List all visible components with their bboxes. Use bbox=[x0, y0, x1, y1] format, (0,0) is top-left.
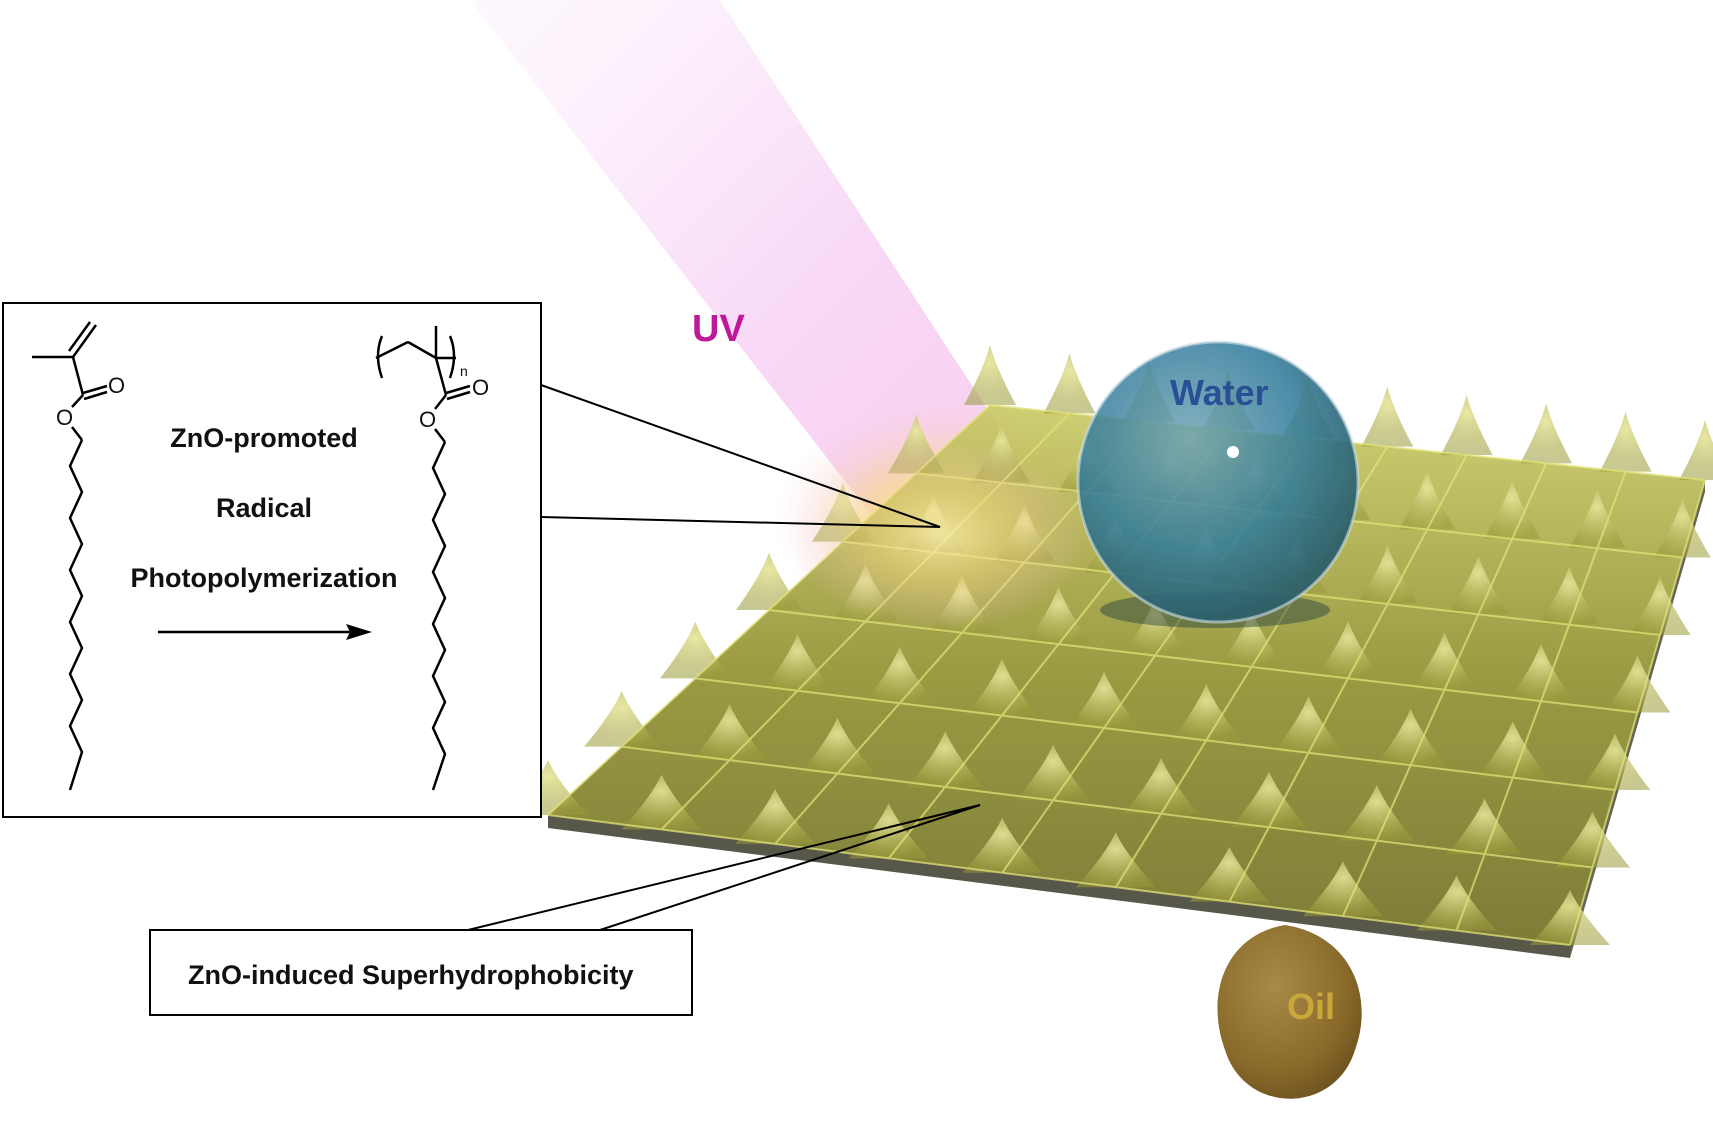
repeat-unit-subscript: n bbox=[460, 363, 468, 379]
mechanism-caption-line2: Radical bbox=[215, 493, 313, 523]
polymer-ester-oxygen: O bbox=[419, 407, 437, 432]
surface-peak bbox=[1520, 403, 1573, 464]
surface-peak bbox=[762, 634, 833, 691]
surface-peak bbox=[799, 717, 876, 774]
surface-peak bbox=[1508, 643, 1574, 702]
uv-label: UV bbox=[692, 308, 745, 350]
callout-pointer-bottom bbox=[467, 804, 981, 931]
water-droplet bbox=[1076, 340, 1360, 624]
surface-peak bbox=[1440, 395, 1493, 455]
surface-peak bbox=[966, 658, 1038, 716]
surface-peak bbox=[1218, 609, 1285, 667]
surface-peak bbox=[1579, 733, 1651, 790]
water-droplet-highlight bbox=[1227, 446, 1239, 458]
surface-peak bbox=[1483, 479, 1541, 539]
uv-glow-surface bbox=[790, 440, 1090, 630]
surface-peak bbox=[1015, 744, 1091, 801]
surface-peak bbox=[848, 803, 929, 859]
surface-peak bbox=[1122, 598, 1188, 656]
surface-peak bbox=[1530, 890, 1610, 945]
surface-peak bbox=[1477, 720, 1549, 778]
textured-surface bbox=[548, 405, 1705, 945]
surface-peak bbox=[1231, 771, 1307, 828]
mechanism-caption-line3: Photopolymerization bbox=[130, 563, 398, 593]
surface-peak bbox=[1123, 757, 1199, 814]
surface-peak bbox=[1068, 671, 1140, 728]
surface-peak bbox=[1375, 708, 1446, 766]
surface-peak bbox=[1273, 696, 1344, 753]
polymer-carbonyl-oxygen: O bbox=[472, 375, 490, 400]
surface-highlight-line bbox=[1228, 454, 1468, 903]
surface-peak bbox=[1361, 386, 1414, 447]
surface-peak bbox=[1654, 498, 1711, 558]
surface-peak bbox=[964, 345, 1016, 405]
superhydrophobicity-callout-box bbox=[149, 929, 693, 1016]
surface-highlight-line bbox=[695, 677, 1616, 791]
surface-peak bbox=[1629, 576, 1691, 635]
surface-peak bbox=[1339, 784, 1415, 841]
surface-peak bbox=[1043, 353, 1096, 414]
surface-peak bbox=[660, 621, 731, 679]
surface-peak bbox=[735, 788, 816, 844]
surface-peak bbox=[1599, 411, 1652, 472]
methacrylate-monomer-structure bbox=[32, 321, 108, 791]
surface-peak bbox=[691, 704, 768, 761]
surface-peak bbox=[1025, 586, 1092, 645]
surface-peak bbox=[1398, 470, 1456, 530]
water-label: Water bbox=[1170, 372, 1269, 413]
surface-peak bbox=[1569, 488, 1626, 549]
surface-peak bbox=[864, 646, 936, 704]
surface-peak bbox=[1075, 832, 1156, 888]
surface-peak bbox=[1554, 811, 1631, 868]
monomer-carbonyl-oxygen: O bbox=[108, 373, 126, 398]
oil-label: Oil bbox=[1287, 986, 1336, 1027]
surface-peak bbox=[1446, 798, 1523, 855]
arrow-right-icon bbox=[158, 624, 372, 640]
surface-peak bbox=[1315, 620, 1381, 679]
surface-highlight-line bbox=[1341, 462, 1548, 917]
surface-peak bbox=[1679, 420, 1713, 480]
surface-peak bbox=[584, 690, 660, 747]
surface-peak bbox=[962, 817, 1043, 873]
surface-peak bbox=[1447, 555, 1510, 615]
surface-peak bbox=[1416, 875, 1497, 931]
surface-peak bbox=[907, 731, 983, 787]
surface-peak bbox=[1302, 861, 1383, 917]
monomer-ester-oxygen: O bbox=[56, 405, 74, 430]
oil-droplet bbox=[1217, 925, 1362, 1099]
surface-highlight-line bbox=[1569, 479, 1706, 946]
surface-highlight-line bbox=[547, 814, 1571, 946]
mechanism-caption-line1: ZnO-promoted bbox=[170, 423, 358, 453]
surface-peak bbox=[1189, 846, 1270, 902]
surface-peak bbox=[1604, 655, 1671, 713]
surface-peak bbox=[1356, 545, 1419, 604]
surface-peak bbox=[1170, 683, 1242, 741]
mechanism-callout-box bbox=[2, 302, 542, 818]
superhydrophobicity-label: ZnO-induced Superhydrophobicity bbox=[188, 960, 634, 990]
surface-peak bbox=[1538, 566, 1600, 625]
surface-highlight-line bbox=[621, 745, 1593, 869]
polymethacrylate-polymer-structure bbox=[375, 326, 471, 791]
surface-peak bbox=[621, 774, 702, 830]
surface-peak bbox=[1411, 632, 1478, 690]
surface-highlight-line bbox=[1455, 471, 1627, 931]
callout-pointer-top bbox=[540, 384, 941, 528]
substrate-edge bbox=[548, 815, 1570, 958]
